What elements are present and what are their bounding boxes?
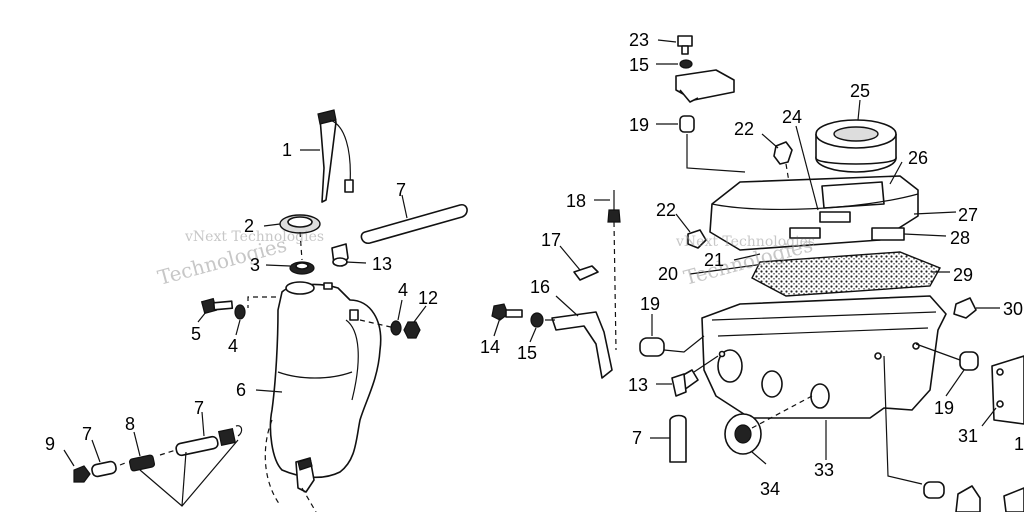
- callout-27: 27: [958, 205, 978, 225]
- callout-7b: 7: [82, 424, 92, 444]
- callout-7a: 7: [396, 180, 406, 200]
- callout-15a: 15: [629, 55, 649, 75]
- lower-fuel-line-part: [73, 425, 315, 493]
- clip-top-part: [773, 141, 793, 165]
- callout-18b: 18: [1014, 434, 1024, 454]
- callout-29: 29: [953, 265, 973, 285]
- bolt-vertical-part: [607, 190, 621, 223]
- clamp-part: [573, 265, 599, 281]
- mount-bracket-part: [551, 311, 613, 379]
- callout-13b: 13: [628, 375, 648, 395]
- clip-side-part: [687, 229, 707, 249]
- callout-26: 26: [908, 148, 928, 168]
- fuel-hose-top-part: [360, 204, 468, 244]
- callout-7d: 7: [632, 428, 642, 448]
- callout-2: 2: [244, 216, 254, 236]
- callout-1: 1: [282, 140, 292, 160]
- callout-15b: 15: [517, 343, 537, 363]
- callout-17: 17: [541, 230, 561, 250]
- callout-33: 33: [814, 460, 834, 480]
- bolt-part: [200, 297, 234, 315]
- clip-right-part: [953, 297, 977, 319]
- callout-25: 25: [850, 81, 870, 101]
- grommet-top-part: [679, 115, 695, 133]
- callout-20: 20: [658, 264, 678, 284]
- gasket-part: [289, 261, 315, 275]
- nut-part: [403, 321, 421, 339]
- callout-30: 30: [1003, 299, 1023, 319]
- callout-13a: 13: [372, 254, 392, 274]
- callout-9: 9: [45, 434, 55, 454]
- callout-7c: 7: [194, 398, 204, 418]
- washer-right-part: [390, 320, 402, 336]
- airbox-base-part: [701, 295, 947, 419]
- filler-cap-vent-part: [317, 109, 354, 203]
- callout-19a: 19: [629, 115, 649, 135]
- callout-19b: 19: [640, 294, 660, 314]
- callout-12: 12: [418, 288, 438, 308]
- callout-18a: 18: [566, 191, 586, 211]
- washer-left-air-part: [530, 312, 544, 328]
- callout-16: 16: [530, 277, 550, 297]
- washer-left-part: [234, 304, 246, 320]
- callout-3: 3: [250, 255, 260, 275]
- callout-21: 21: [704, 250, 724, 270]
- watermark-text-1: vNext Technologies: [184, 229, 324, 245]
- callout-labels: 1 2 3 4 4 5 6 7 7 7 7 8 9 12 13 13 14 15…: [45, 30, 1024, 499]
- fuel-tank-part: [269, 281, 382, 479]
- callout-22b: 22: [656, 200, 676, 220]
- callout-24: 24: [782, 107, 802, 127]
- top-bracket-part: [675, 69, 735, 103]
- callout-22a: 22: [734, 119, 754, 139]
- grommet-round-part: [724, 413, 762, 455]
- elbow-fitting-air-part: [671, 369, 699, 397]
- callout-4a: 4: [228, 336, 238, 356]
- air-filter-ring-part: [815, 119, 897, 173]
- screw-top-part: [677, 35, 693, 55]
- watermark-text-3: vNext Technologies: [675, 234, 815, 250]
- hose-vertical-part: [669, 414, 687, 463]
- grommet-right-part: [959, 351, 979, 371]
- grommet-lower-right-part: [923, 481, 1024, 512]
- callout-6: 6: [236, 380, 246, 400]
- callout-14: 14: [480, 337, 500, 357]
- bolt-left-part: [491, 303, 523, 321]
- callout-5: 5: [191, 324, 201, 344]
- elbow-fitting-part: [331, 243, 349, 267]
- airbox-lid-part: [709, 175, 919, 251]
- callout-31: 31: [958, 426, 978, 446]
- callout-23: 23: [629, 30, 649, 50]
- callout-28: 28: [950, 228, 970, 248]
- air-filter-foam-part: [751, 251, 941, 297]
- bracket-right-part: [991, 355, 1024, 425]
- callout-4b: 4: [398, 280, 408, 300]
- callout-19c: 19: [934, 398, 954, 418]
- callout-34: 34: [760, 479, 780, 499]
- grommet-left-part: [639, 337, 665, 357]
- callout-8: 8: [125, 414, 135, 434]
- tank-cap-ring-part: [279, 214, 321, 234]
- washer-top-part: [679, 59, 693, 69]
